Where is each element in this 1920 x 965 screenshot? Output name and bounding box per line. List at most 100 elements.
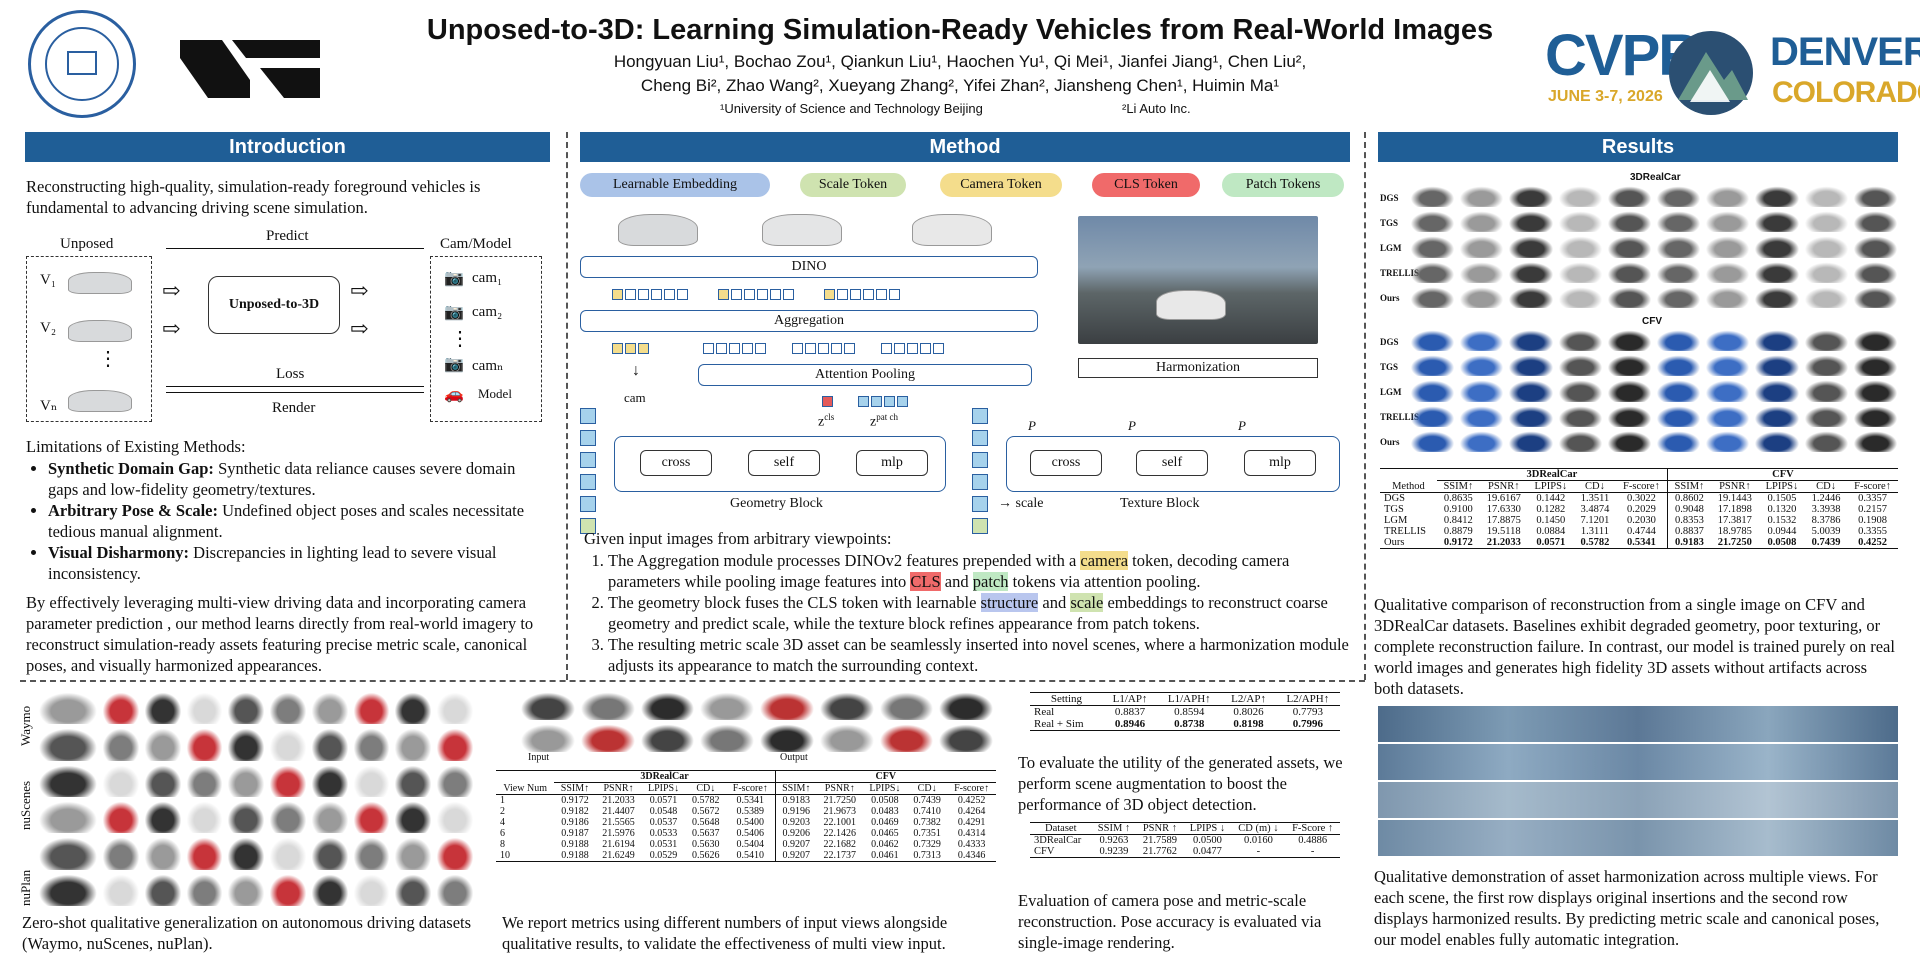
- core-model-box: Unposed-to-3D: [208, 276, 340, 334]
- result-thumbnail: [394, 764, 433, 797]
- result-thumbnail: [269, 728, 307, 761]
- table-cell: 0.4346: [957, 850, 986, 861]
- result-thumbnail: [1754, 330, 1800, 352]
- result-thumbnail: [1803, 261, 1849, 283]
- affiliation-1: ¹University of Science and Technology Be…: [720, 101, 983, 116]
- table-cell: 0.3357: [1858, 493, 1887, 504]
- result-thumbnail: [310, 728, 349, 761]
- table-cell: 10: [500, 850, 510, 861]
- harmonization-label: Harmonization: [1156, 360, 1240, 375]
- result-thumbnail: [143, 764, 182, 797]
- table-cell: 0.1442: [1536, 493, 1566, 504]
- table-cell: 0.8602: [1666, 492, 1711, 504]
- table-cell: 0.8837: [1666, 526, 1711, 537]
- result-thumbnail: [1705, 355, 1751, 377]
- table-cell: 0.9207: [774, 850, 817, 862]
- table-cell: 0.5626: [692, 850, 720, 861]
- result-thumbnail: [1410, 286, 1456, 308]
- cam-2-label: cam₂: [472, 304, 503, 320]
- fig-arrow-3: ⇨: [350, 278, 369, 303]
- fig-arrow-1: ⇨: [162, 278, 181, 303]
- result-thumbnail: [1754, 261, 1800, 283]
- geom-cross: cross: [640, 450, 712, 476]
- method-car-3: [912, 214, 992, 246]
- table-cell: 21.7250: [1717, 537, 1752, 548]
- result-thumbnail: [1852, 186, 1898, 208]
- result-thumbnail: [310, 837, 349, 870]
- table-cell: 0.9187: [561, 828, 589, 839]
- result-thumbnail: [394, 873, 433, 906]
- tex-self-label: self: [1161, 455, 1183, 470]
- output-label: Output: [780, 752, 808, 763]
- table-group-header: CFV: [1666, 468, 1898, 481]
- step-text: tokens via attention pooling.: [1008, 572, 1201, 591]
- table-cell: 0.4264: [957, 806, 986, 817]
- table-cell: 17.6330: [1486, 504, 1521, 515]
- table-cell: 0.5630: [692, 839, 720, 850]
- table-cell: 0.5637: [692, 828, 720, 839]
- table-header-cell: SSIM ↑: [1097, 823, 1131, 834]
- result-thumbnail: [1656, 261, 1702, 283]
- table-cell: 22.1682: [823, 839, 857, 850]
- result-thumbnail: [394, 692, 433, 725]
- car-thumb-2: [68, 320, 132, 342]
- p-label-1: P: [1028, 418, 1036, 433]
- result-thumbnail: [1459, 330, 1505, 352]
- result-thumbnail: [1852, 405, 1898, 427]
- result-thumbnail: [1410, 430, 1456, 452]
- texture-block-frame: [1006, 436, 1340, 492]
- cam-1-label: cam₁: [472, 270, 503, 286]
- geom-cross-label: cross: [661, 455, 691, 470]
- qualitative-grid-3drealcar: [1410, 186, 1898, 308]
- result-thumbnail: [269, 837, 307, 870]
- result-thumbnail: [1754, 405, 1800, 427]
- result-thumbnail: [1803, 330, 1849, 352]
- result-thumbnail: [938, 724, 994, 752]
- table-cell: 0.4886: [1298, 835, 1328, 846]
- p-label-3: P: [1238, 418, 1246, 433]
- table-header-cell: F-score↑: [1623, 481, 1660, 492]
- table-cell: 0.9196: [774, 806, 817, 817]
- table-cell: 8: [500, 839, 505, 850]
- table-header-cell: CD↓: [917, 783, 937, 794]
- result-thumbnail: [1705, 261, 1751, 283]
- result-thumbnail: [1656, 211, 1702, 233]
- results-caption-1: Qualitative comparison of reconstruction…: [1374, 595, 1895, 698]
- table-cell: TRELLIS: [1384, 526, 1426, 537]
- result-thumbnail: [1508, 405, 1554, 427]
- table-group-header: CFV: [774, 770, 996, 783]
- result-thumbnail: [1557, 236, 1603, 258]
- table-cell: CFV: [1034, 846, 1055, 857]
- result-thumbnail: [1606, 186, 1652, 208]
- table-header-cell: LPIPS↓: [1534, 481, 1568, 492]
- table-cell: 0.0500: [1193, 835, 1222, 846]
- result-thumbnail: [1606, 286, 1652, 308]
- table-cell: Ours: [1384, 537, 1405, 548]
- table-cell: 0.5406: [736, 828, 765, 839]
- limit-bold: Synthetic Domain Gap:: [48, 459, 214, 478]
- result-thumbnail: [759, 724, 815, 752]
- dino-tokens: [612, 287, 902, 305]
- qualitative-grid-cfv: [1410, 330, 1898, 452]
- embedding-column-left: [580, 408, 596, 534]
- table-cell: 0.1320: [1767, 504, 1797, 515]
- li-auto-logo: [180, 40, 320, 98]
- p-label-2: P: [1128, 418, 1136, 433]
- texture-block-label: Texture Block: [1120, 496, 1200, 511]
- model-label: Model: [478, 386, 512, 401]
- geometry-block-frame: [614, 436, 946, 492]
- multiview-grid: [520, 692, 994, 752]
- loss-label: Loss: [276, 366, 305, 382]
- result-thumbnail: [1410, 380, 1456, 402]
- table-header-cell: SSIM↑: [1443, 481, 1474, 492]
- result-thumbnail: [1557, 211, 1603, 233]
- step-text: The geometry block fuses the CLS token w…: [608, 593, 981, 612]
- result-thumbnail: [1606, 405, 1652, 427]
- result-thumbnail: [1705, 286, 1751, 308]
- row-label: DGS: [1380, 337, 1399, 347]
- table-cell: 0.0944: [1767, 526, 1797, 537]
